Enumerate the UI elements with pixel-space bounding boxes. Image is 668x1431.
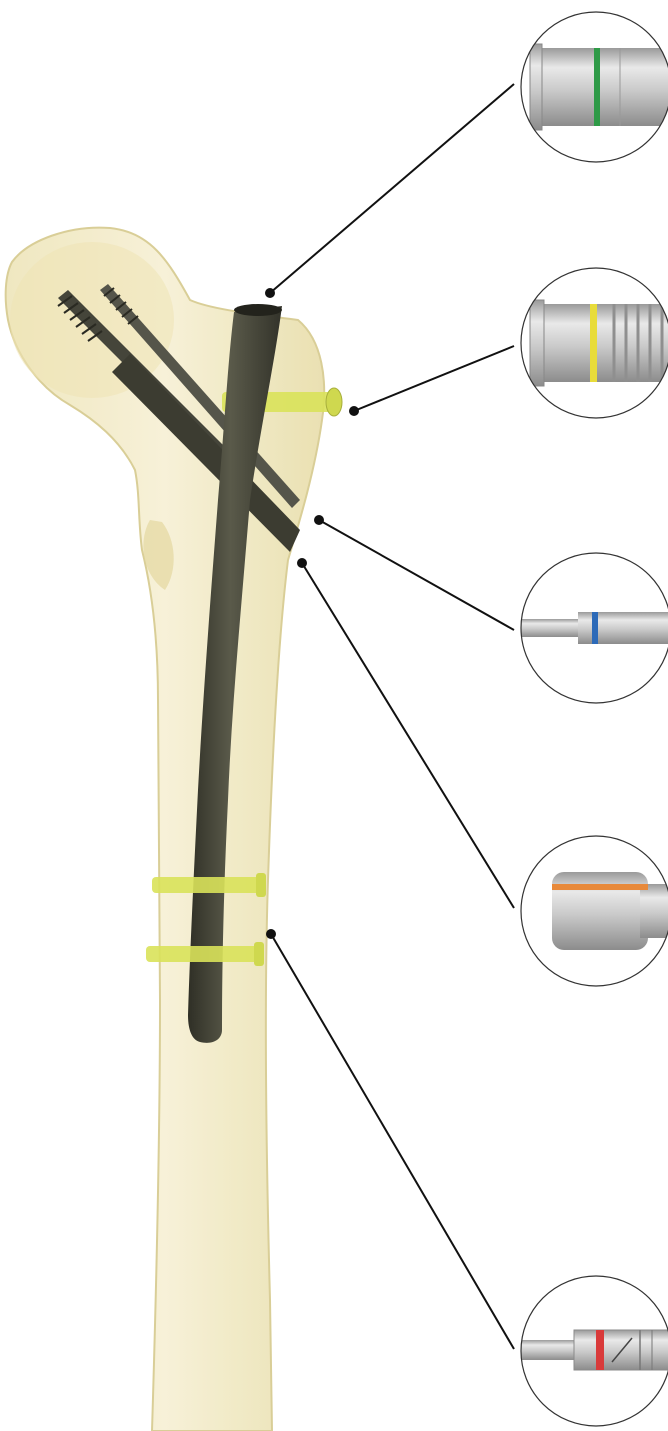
leader-small-bolt [319, 520, 514, 630]
small-bolt-band [592, 612, 598, 644]
leader-set-screw [354, 346, 514, 411]
leader-distal-screw [271, 934, 514, 1349]
cross-screw-head [326, 388, 342, 416]
nail-top [234, 304, 282, 316]
set-screw-band [590, 304, 597, 382]
callout-lag-screw [521, 836, 668, 986]
leader-lag-screw [302, 563, 514, 908]
end-cap-band [594, 48, 600, 126]
callout-end-cap [521, 12, 668, 162]
distal-screw-upper [152, 877, 260, 893]
distal-screw-lower [146, 946, 258, 962]
callout-set-screw [521, 268, 668, 418]
callout-distal-screw [520, 1276, 668, 1426]
leader-lines [270, 84, 514, 1349]
distal-screw-band [596, 1330, 604, 1370]
distal-screw-upper-head [256, 873, 266, 897]
callout-small-bolt [520, 553, 668, 703]
leader-end-cap [270, 84, 514, 293]
lag-screw-band [552, 884, 648, 890]
distal-screw-lower-head [254, 942, 264, 966]
